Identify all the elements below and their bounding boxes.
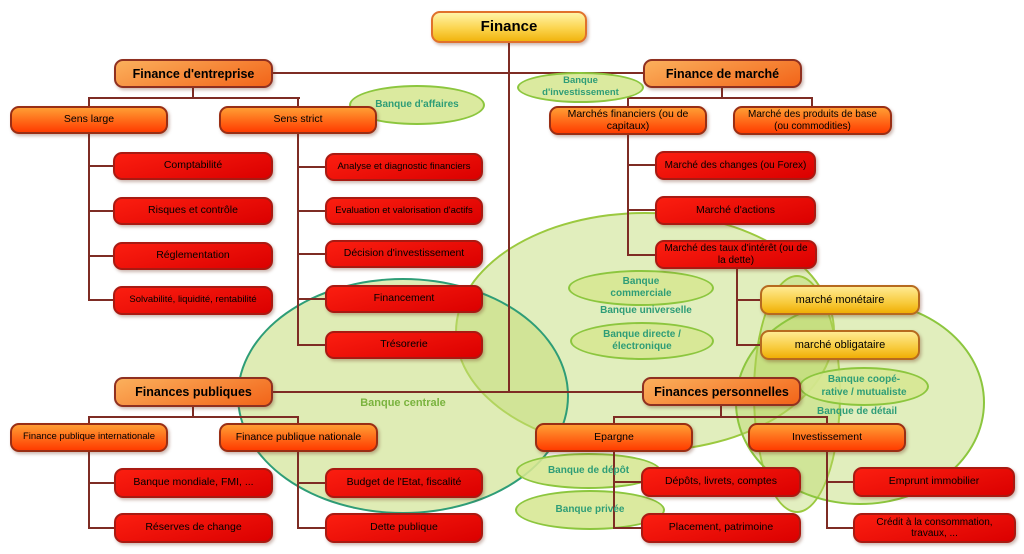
banque-depot-ellipse	[516, 453, 661, 489]
connector-line-10	[88, 299, 114, 301]
node-marche-produits-base: Marché des produits de base (ou commodit…	[733, 106, 892, 135]
node-depots-livrets: Dépôts, livrets, comptes	[641, 467, 801, 497]
connector-line-36	[297, 452, 299, 529]
node-fin-pub-nationale: Finance publique nationale	[219, 423, 378, 452]
connector-line-21	[627, 134, 629, 256]
node-finance-entreprise: Finance d'entreprise	[114, 59, 273, 88]
connector-line-15	[297, 298, 326, 300]
banque-directe-label: Banque directe / électronique	[603, 328, 681, 353]
connector-line-19	[627, 97, 629, 107]
node-sens-strict: Sens strict	[219, 106, 377, 134]
node-fin-pub-internationale: Finance publique internationale	[10, 423, 168, 452]
connector-line-39	[720, 406, 722, 417]
connector-line-27	[736, 344, 761, 346]
connector-line-38	[297, 527, 326, 529]
node-marches-financiers: Marchés financiers (ou de capitaux)	[549, 106, 707, 135]
node-evaluation-actifs: Evaluation et valorisation d'actifs	[325, 197, 483, 225]
connector-line-42	[826, 416, 828, 424]
node-marche-changes: Marché des changes (ou Forex)	[655, 151, 816, 180]
node-decision-investissement: Décision d'investissement	[325, 240, 483, 268]
connector-line-20	[811, 97, 813, 107]
node-investissement: Investissement	[748, 423, 906, 452]
banque-detail-label: Banque de détail	[816, 406, 897, 418]
connector-line-11	[297, 134, 299, 346]
banque-centrale-label: Banque centrale	[360, 397, 446, 410]
node-solvabilite: Solvabilité, liquidité, rentabilité	[113, 286, 273, 315]
node-marche-obligataire: marché obligataire	[760, 330, 920, 360]
connector-line-43	[613, 452, 615, 529]
node-placement-patrimoine: Placement, patrimoine	[641, 513, 801, 543]
connector-line-29	[192, 407, 194, 417]
banque-commerciale-ellipse	[568, 270, 714, 306]
node-finances-personnelles: Finances personnelles	[642, 377, 801, 406]
node-financement: Financement	[325, 285, 483, 313]
connector-line-22	[627, 164, 656, 166]
node-budget-etat: Budget de l'Etat, fiscalité	[325, 468, 483, 498]
connector-line-16	[297, 344, 326, 346]
banque-depot-label: Banque de dépôt	[547, 464, 630, 476]
node-epargne: Epargne	[535, 423, 693, 452]
connector-line-46	[826, 452, 828, 529]
banque-affaires-label: Banque d'affaires	[375, 98, 459, 110]
connector-line-34	[88, 482, 115, 484]
banque-directe-ellipse	[570, 322, 714, 360]
node-risques-controle: Risques et contrôle	[113, 197, 273, 225]
connector-line-30	[88, 416, 299, 418]
connector-line-8	[88, 210, 114, 212]
connector-line-18	[627, 97, 813, 99]
connector-line-31	[88, 416, 90, 424]
node-emprunt-immobilier: Emprunt immobilier	[853, 467, 1015, 497]
connector-line-0	[508, 43, 510, 392]
node-marche-taux: Marché des taux d'intérêt (ou de la dett…	[655, 240, 817, 269]
banque-investissement-label: Banque d'investissement	[542, 75, 619, 98]
banque-commerciale-label: Banque commerciale	[610, 275, 672, 300]
connector-line-14	[297, 253, 326, 255]
connector-line-28	[273, 391, 642, 393]
connector-line-41	[613, 416, 615, 424]
connector-line-2	[192, 88, 194, 98]
connector-line-23	[627, 209, 656, 211]
banque-privee-label: Banque privée	[555, 503, 625, 515]
connector-line-48	[826, 527, 854, 529]
connector-line-40	[613, 416, 828, 418]
connector-line-33	[88, 452, 90, 529]
connector-line-5	[297, 97, 299, 107]
node-analyse-diagnostic: Analyse et diagnostic financiers	[325, 153, 483, 181]
connector-line-37	[297, 482, 326, 484]
node-tresorerie: Trésorerie	[325, 331, 483, 359]
node-banque-mondiale: Banque mondiale, FMI, ...	[114, 468, 273, 498]
node-reglementation: Réglementation	[113, 242, 273, 270]
node-reserves-change: Réserves de change	[114, 513, 273, 543]
connector-line-44	[613, 481, 642, 483]
connector-line-7	[88, 165, 114, 167]
connector-line-3	[88, 97, 300, 99]
connector-line-47	[826, 481, 854, 483]
connector-line-45	[613, 527, 642, 529]
banque-privee-ellipse	[515, 490, 665, 530]
banque-cooperative-label: Banque coopé- rative / mutualiste	[821, 374, 907, 398]
node-sens-large: Sens large	[10, 106, 168, 134]
connector-line-17	[721, 88, 723, 98]
node-finance-marche: Finance de marché	[643, 59, 802, 88]
node-comptabilite: Comptabilité	[113, 152, 273, 180]
connector-line-13	[297, 210, 326, 212]
connector-line-1	[273, 72, 643, 74]
node-finances-publiques: Finances publiques	[114, 377, 273, 407]
connector-line-25	[736, 269, 738, 346]
banque-investissement-ellipse	[517, 72, 644, 103]
connector-line-4	[88, 97, 90, 107]
node-dette-publique: Dette publique	[325, 513, 483, 543]
node-marche-actions: Marché d'actions	[655, 196, 816, 225]
connector-line-35	[88, 527, 115, 529]
node-credit-consommation: Crédit à la consommation, travaux, ...	[853, 513, 1016, 543]
connector-line-6	[88, 134, 90, 301]
connector-line-12	[297, 166, 326, 168]
node-finance: Finance	[431, 11, 587, 43]
banque-universelle-label: Banque universelle	[600, 304, 692, 316]
connector-line-26	[736, 299, 761, 301]
connector-line-32	[297, 416, 299, 424]
node-marche-monetaire: marché monétaire	[760, 285, 920, 315]
connector-line-24	[627, 254, 656, 256]
connector-line-9	[88, 255, 114, 257]
